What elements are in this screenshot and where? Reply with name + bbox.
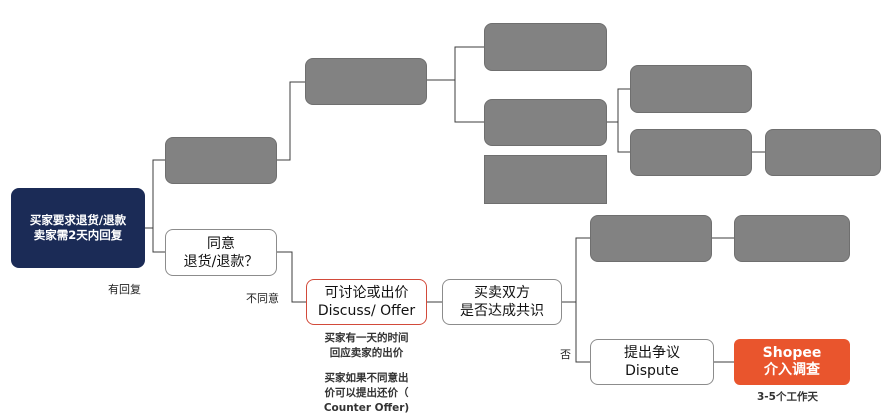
blank-box-1 <box>165 137 277 184</box>
buyer-response-note-line1: 买家有一天的时间 <box>324 332 409 344</box>
counter-offer-note-line1: 买家如果不同意出 <box>324 372 409 384</box>
discuss-offer-line1: 可讨论或出价 <box>324 285 409 301</box>
counter-offer-note-line3: Counter Offer) <box>323 402 410 414</box>
disagree-label: 不同意 <box>246 292 279 305</box>
work-days-label: 3-5个工作天 <box>757 391 818 403</box>
start-node-line1: 买家要求退货/退款 <box>29 213 127 227</box>
start-node-line2: 卖家需2天内回复 <box>33 228 123 242</box>
consensus-node: 买卖双方 是否达成共识 <box>442 279 562 325</box>
consensus-line2: 是否达成共识 <box>460 303 544 319</box>
start-node: 买家要求退货/退款 卖家需2天内回复 <box>11 188 145 268</box>
shopee-investigation-node: Shopee 介入调查 <box>734 339 850 385</box>
consensus-line1: 买卖双方 <box>474 285 530 301</box>
blank-box-7 <box>630 129 752 176</box>
blank-box-10 <box>734 215 850 262</box>
agree-refund-line1: 同意 <box>207 235 235 252</box>
blank-box-4 <box>484 99 607 146</box>
buyer-response-note: 买家有一天的时间 回应卖家的出价 <box>306 331 427 361</box>
blank-box-8 <box>765 129 881 176</box>
discuss-offer-node: 可讨论或出价 Discuss/ Offer <box>306 279 427 325</box>
blank-box-2 <box>305 58 427 105</box>
shopee-line1: Shopee <box>762 345 822 361</box>
blank-box-6 <box>630 65 752 113</box>
dispute-line2: Dispute <box>625 363 679 379</box>
dispute-node: 提出争议 Dispute <box>590 339 714 385</box>
counter-offer-note: 买家如果不同意出 价可以提出还价（ Counter Offer) <box>306 371 427 416</box>
counter-offer-note-line2: 价可以提出还价（ <box>324 387 409 399</box>
replied-label: 有回复 <box>108 283 141 296</box>
blank-box-5 <box>484 155 607 204</box>
agree-refund-line2: 退货/退款？ <box>183 253 259 270</box>
blank-box-9 <box>590 215 712 262</box>
blank-box-3 <box>484 23 607 71</box>
shopee-line2: 介入调查 <box>764 362 820 378</box>
discuss-offer-line2: Discuss/ Offer <box>317 303 416 319</box>
agree-refund-node: 同意 退货/退款？ <box>165 229 277 276</box>
no-label: 否 <box>560 348 571 361</box>
buyer-response-note-line2: 回应卖家的出价 <box>329 347 404 359</box>
dispute-line1: 提出争议 <box>624 345 680 361</box>
